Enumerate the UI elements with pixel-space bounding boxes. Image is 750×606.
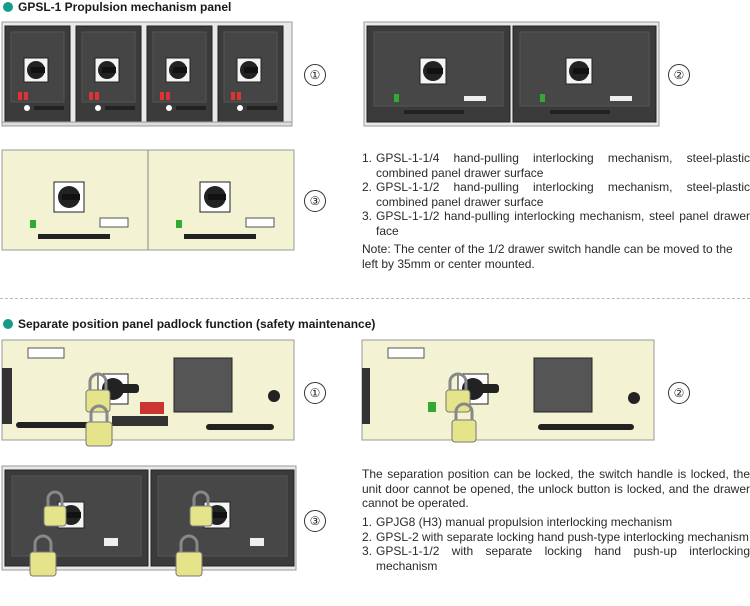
padlock-panel-image-1 [1, 339, 295, 447]
list-item: 2.GPSL-2 with separate locking hand push… [362, 529, 749, 544]
section2-item-list: 1.GPJG8 (H3) manual propulsion interlock… [362, 515, 750, 573]
list-item: 2.GPSL-1-1/2 hand-pulling interlocking m… [362, 180, 750, 209]
padlock-panel-image-2 [361, 339, 655, 443]
list-item: 3.GPSL-1-1/2 with separate locking hand … [362, 544, 750, 573]
marker-1: ① [304, 64, 326, 86]
list-item: 1.GPSL-1-1/4 hand-pulling interlocking m… [362, 151, 750, 180]
list-item: 3.GPSL-1-1/2 hand-pulling interlocking m… [362, 209, 750, 238]
section-divider [0, 298, 750, 299]
marker-2: ② [668, 382, 690, 404]
marker-2: ② [668, 64, 690, 86]
list-item: 1.GPJG8 (H3) manual propulsion interlock… [362, 515, 673, 529]
section-title: Separate position panel padlock function… [18, 317, 376, 331]
section-title: GPSL-1 Propulsion mechanism panel [18, 0, 232, 14]
section2-intro: The separation position can be locked, t… [362, 467, 750, 510]
section-bullet-icon [3, 2, 13, 12]
panel-image-half-drawers [363, 21, 660, 127]
padlock-panel-image-3 [1, 465, 297, 578]
marker-3: ③ [304, 190, 326, 212]
section1-item-list: 1.GPSL-1-1/4 hand-pulling interlocking m… [362, 151, 750, 238]
section-bullet-icon [3, 319, 13, 329]
panel-image-quarter-drawers [1, 21, 293, 127]
marker-1: ① [304, 382, 326, 404]
section1-note: Note: The center of the 1/2 drawer switc… [362, 242, 733, 271]
panel-image-steel-drawers [1, 149, 295, 251]
marker-3: ③ [304, 510, 326, 532]
